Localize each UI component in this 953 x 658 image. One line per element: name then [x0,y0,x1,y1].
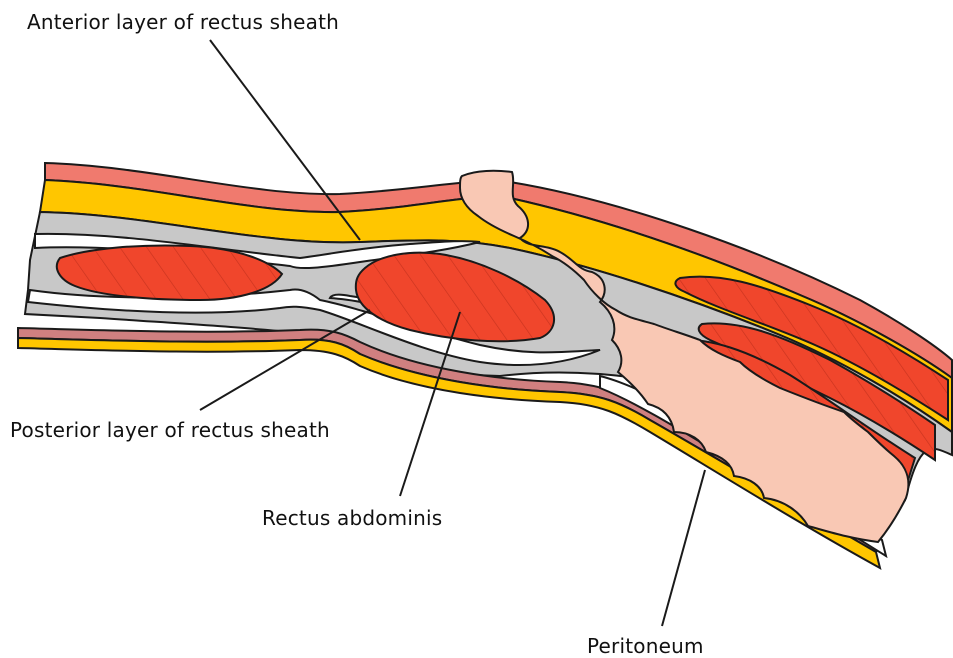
label-anterior-layer-rectus-sheath: Anterior layer of rectus sheath [27,12,339,32]
label-peritoneum: Peritoneum [587,636,704,656]
label-posterior-layer-rectus-sheath: Posterior layer of rectus sheath [10,420,330,440]
leader-line-peritoneum [662,470,705,626]
label-rectus-abdominis: Rectus abdominis [262,508,442,528]
